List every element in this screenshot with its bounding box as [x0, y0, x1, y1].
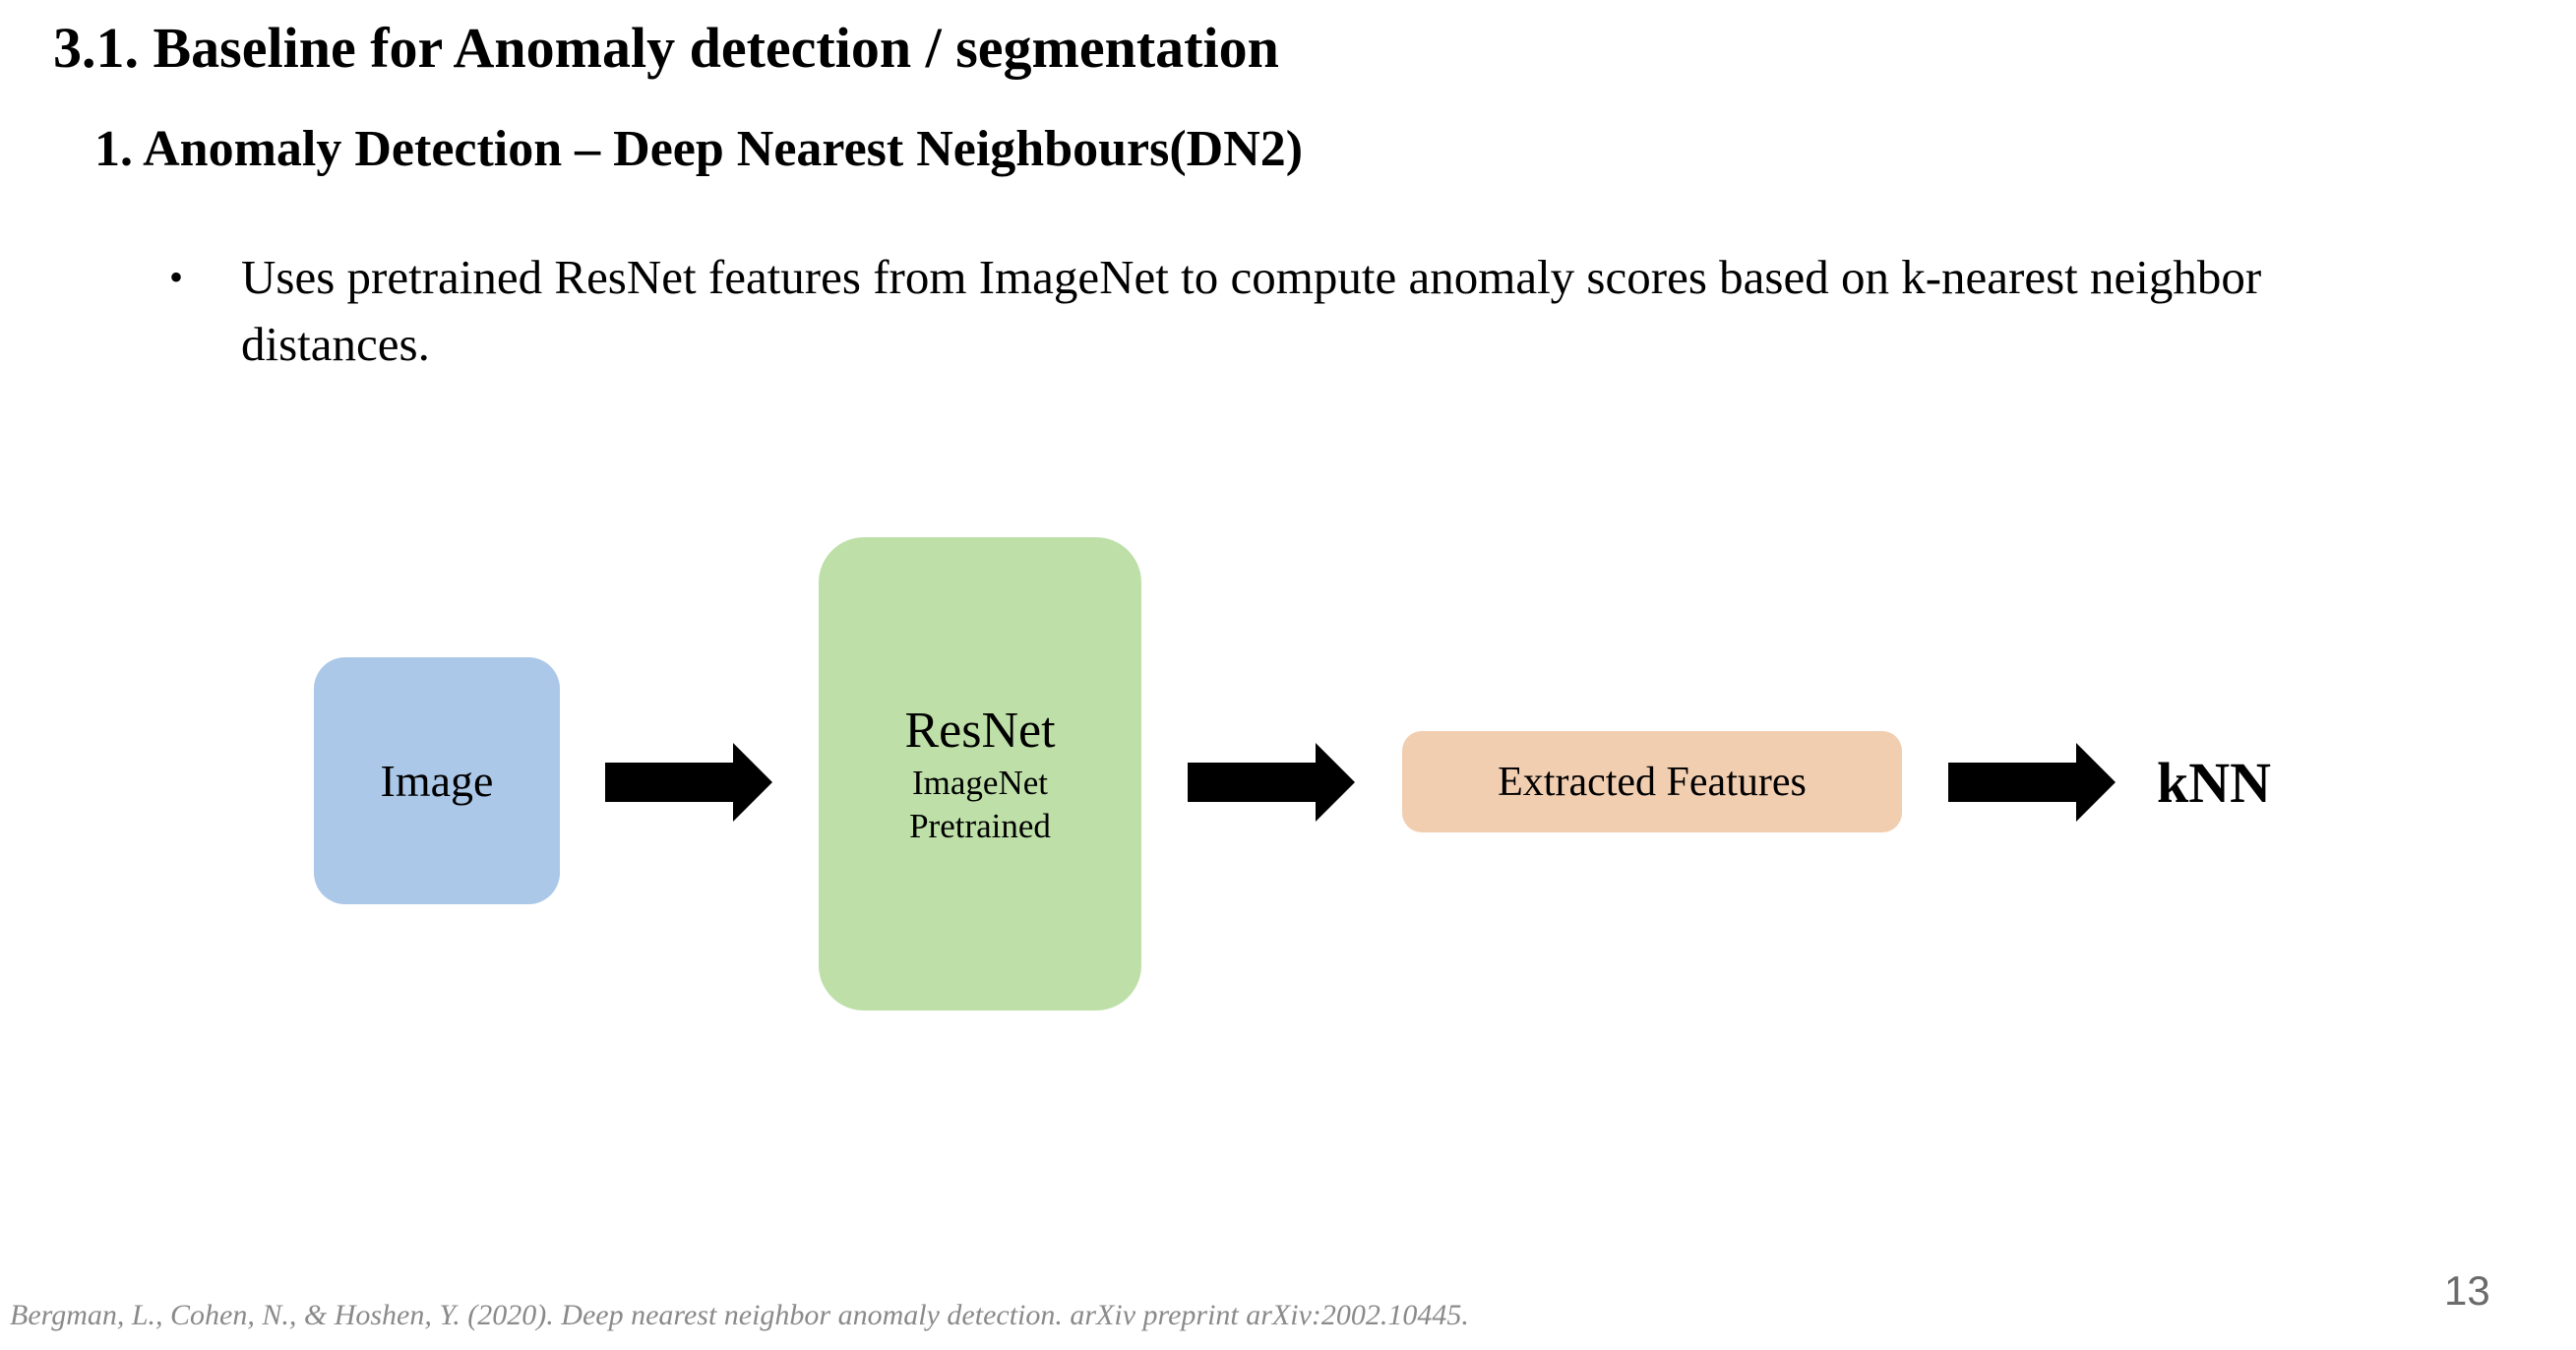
diagram-node-extracted-features: Extracted Features: [1402, 731, 1902, 832]
citation-text: Bergman, L., Cohen, N., & Hoshen, Y. (20…: [10, 1299, 1469, 1331]
image-node-label: Image: [380, 756, 494, 806]
bullet-text: Uses pretrained ResNet features from Ima…: [241, 250, 2262, 371]
diagram-node-image: Image: [314, 657, 560, 904]
section-heading: 1. Anomaly Detection – Deep Nearest Neig…: [94, 121, 1304, 177]
diagram-node-knn: kNN: [2157, 750, 2272, 815]
resnet-node-label: ResNet: [904, 702, 1056, 759]
arrow-shape: [605, 743, 772, 822]
flow-arrow-1: [605, 743, 772, 822]
diagram-node-resnet: ResNet ImageNet Pretrained: [819, 537, 1141, 1011]
page-title: 3.1. Baseline for Anomaly detection / se…: [53, 16, 1279, 80]
features-node-label: Extracted Features: [1498, 759, 1807, 805]
page-number: 13: [2444, 1267, 2490, 1314]
arrow-shape: [1188, 743, 1355, 822]
flow-arrow-3: [1948, 743, 2116, 822]
bullet-item: • Uses pretrained ResNet features from I…: [169, 244, 2462, 378]
resnet-node-subline-2: Pretrained: [909, 806, 1051, 845]
flow-arrow-2: [1188, 743, 1355, 822]
resnet-node-subline-1: ImageNet: [912, 763, 1048, 802]
bullet-marker: •: [169, 255, 184, 299]
arrow-shape: [1948, 743, 2116, 822]
